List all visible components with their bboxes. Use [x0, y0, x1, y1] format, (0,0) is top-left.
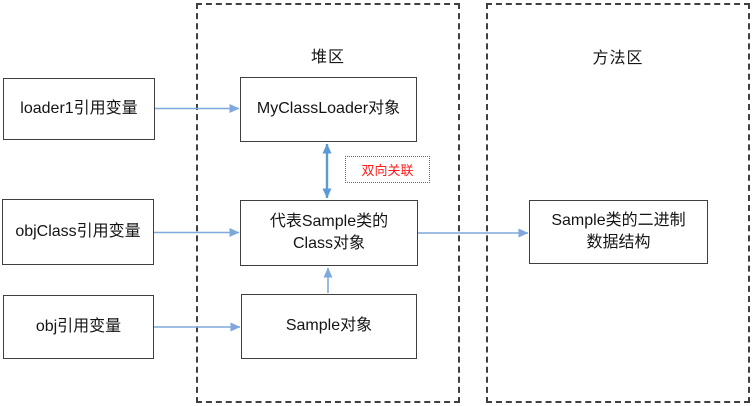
- node-myclassloader-object: MyClassLoader对象: [240, 77, 417, 142]
- heap-region: 堆区: [196, 3, 460, 403]
- heap-region-title: 堆区: [310, 49, 345, 66]
- node-sample-binary-label-line2: 数据结构: [586, 234, 651, 251]
- node-objclass-reference: objClass引用变量: [2, 199, 154, 265]
- node-loader1-label: loader1引用变量: [20, 99, 138, 117]
- node-sample-object-label: Sample对象: [285, 317, 373, 335]
- node-objclass-label: objClass引用变量: [15, 222, 141, 240]
- node-loader1-reference: loader1引用变量: [3, 78, 155, 140]
- method-area-region: 方法区: [486, 3, 750, 403]
- node-sample-binary-structure: Sample类的二进制 数据结构: [529, 200, 708, 264]
- node-sample-class-label-line1: 代表Sample类的: [269, 212, 389, 230]
- bidirectional-association-label: 双向关联: [361, 163, 414, 178]
- node-obj-label: obj引用变量: [35, 317, 122, 335]
- node-sample-class-label-line2: Class对象: [292, 235, 365, 252]
- node-sample-binary-label-line1: Sample类的二进制: [551, 211, 686, 229]
- node-obj-reference: obj引用变量: [3, 295, 154, 359]
- node-sample-object: Sample对象: [241, 294, 417, 359]
- node-myclassloader-label: MyClassLoader对象: [256, 100, 401, 118]
- method-area-title: 方法区: [592, 50, 644, 67]
- bidirectional-association-annotation: 双向关联: [345, 156, 430, 183]
- node-sample-class-object: 代表Sample类的 Class对象: [240, 200, 418, 266]
